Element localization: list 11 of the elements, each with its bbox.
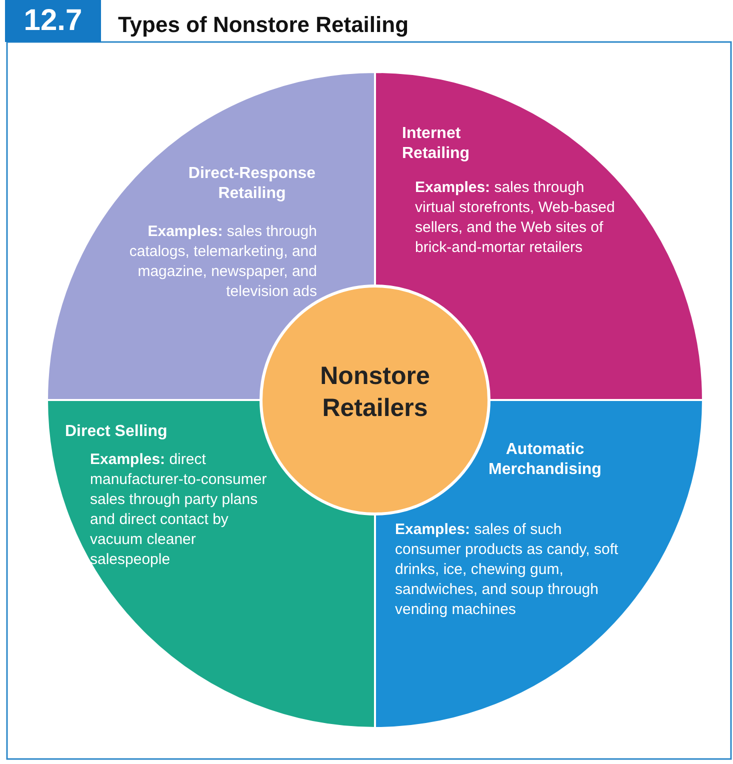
segment-heading: Automatic Merchandising [488, 440, 602, 480]
segment-description: Examples: sales through virtual storefronts, Web-based sellers, and the Web sites of brick-and-mortar retailers [415, 178, 615, 258]
figure-title: Types of Nonstore Retailing [118, 12, 409, 38]
segment-description: Examples: direct manufacturer-to-consumer sales through party plans and direct contact by vacuum cleaner salespeople [90, 450, 268, 570]
segment-heading: Direct Selling [65, 422, 168, 442]
center-label: Nonstore Retailers [319, 361, 431, 424]
segment-description: Examples: sales through catalogs, telemarketing, and magazine, newspaper, and television ads [128, 222, 317, 302]
segment-heading: Internet Retailing [402, 124, 471, 164]
segment-heading: Direct-Response Retailing [187, 164, 317, 204]
figure-number: 12.7 [5, 0, 101, 42]
segment-description: Examples: sales of such consumer products as candy, soft drinks, ice, chewing gum, sandwiches, and soup through vending machines [395, 520, 620, 620]
